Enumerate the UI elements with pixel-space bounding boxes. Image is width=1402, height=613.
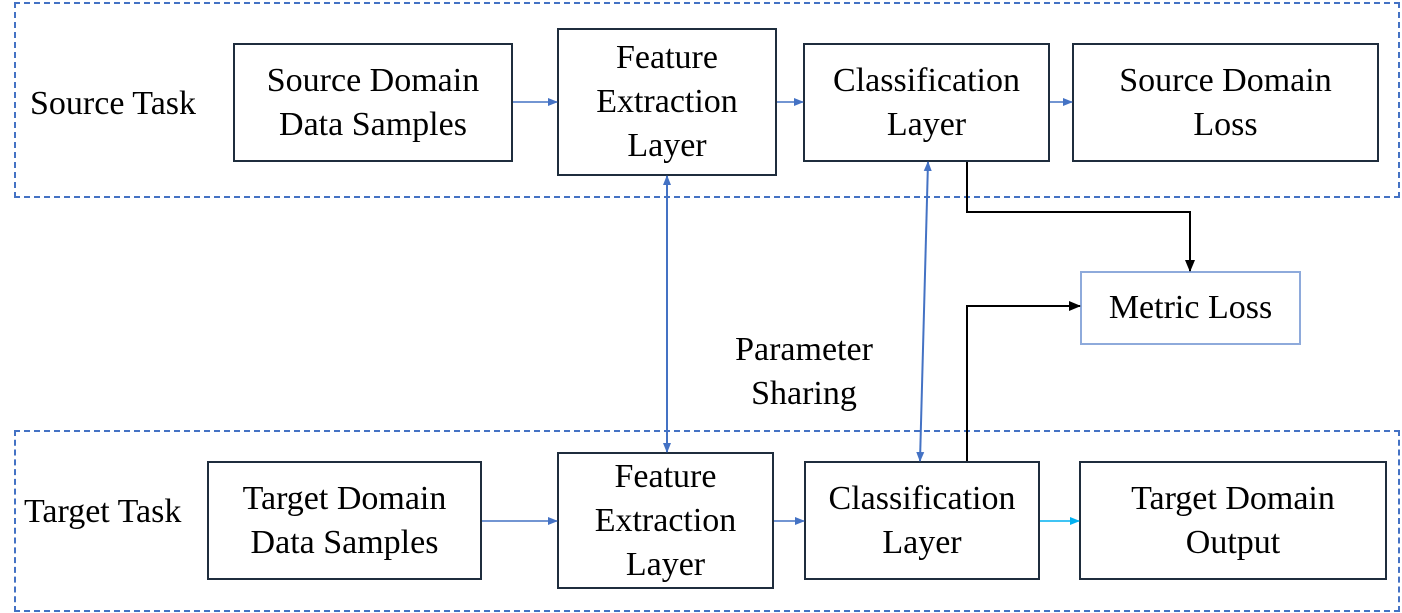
shared-arrow-classification-layers <box>916 161 932 462</box>
source-task-region <box>14 2 1400 198</box>
source-data-samples-line-2: Data Samples <box>279 105 467 143</box>
parameter-sharing-line-1: Parameter <box>735 331 873 368</box>
target-output-line-2: Output <box>1185 523 1281 561</box>
target-data-samples-line-1: Target Domain <box>242 479 447 517</box>
target-feature-line-1: Feature <box>614 457 717 495</box>
parameter-sharing-line-2: Sharing <box>751 375 857 412</box>
target-task-region <box>14 430 1400 612</box>
metric-loss-box: Metric Loss <box>1080 271 1301 345</box>
source-feature-line-3: Layer <box>627 127 707 164</box>
arrow-source-classification-to-metric-loss <box>966 162 1195 272</box>
source-task-label: Source Task <box>30 85 197 122</box>
target-data-samples-line-2: Data Samples <box>250 523 439 561</box>
target-task-label: Target Task <box>24 493 182 530</box>
target-output-line-1: Target Domain <box>1131 479 1335 517</box>
arrow-target-classification-to-metric-loss <box>966 301 1081 461</box>
source-classification-line-1: Classification <box>833 61 1020 99</box>
source-data-samples-line-1: Source Domain <box>266 61 480 99</box>
source-loss-line-2: Loss <box>1193 105 1258 143</box>
target-classification-line-1: Classification <box>828 479 1016 517</box>
target-feature-line-2: Extraction <box>594 501 737 539</box>
source-feature-line-1: Feature <box>616 39 718 76</box>
source-classification-line-2: Layer <box>886 105 967 143</box>
target-feature-line-3: Layer <box>625 545 706 583</box>
source-loss-line-1: Source Domain <box>1119 61 1332 99</box>
target-classification-line-2: Layer <box>882 523 962 561</box>
source-feature-line-2: Extraction <box>596 83 738 120</box>
